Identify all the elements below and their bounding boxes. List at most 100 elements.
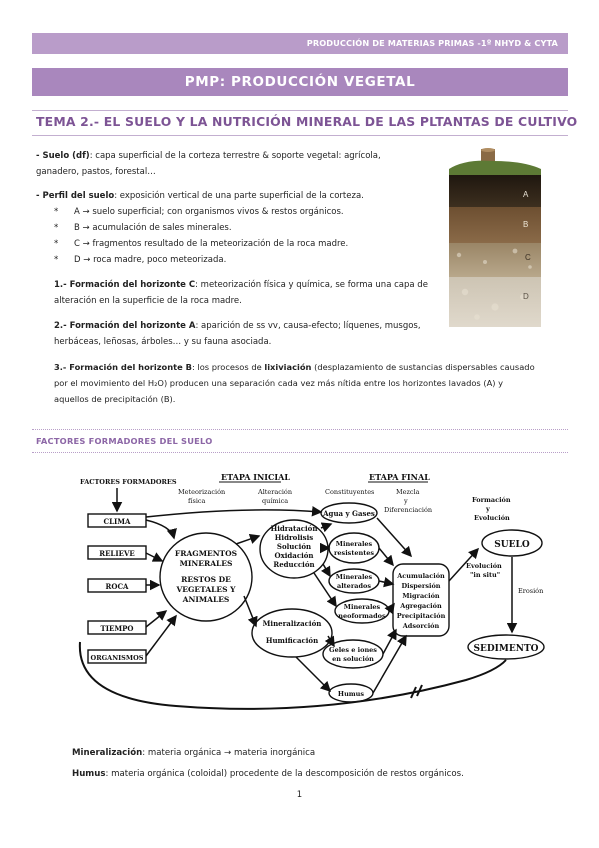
svg-text:Evolución: Evolución <box>474 514 510 522</box>
section-divider-top <box>32 429 568 430</box>
note-mineralizacion: Mineralización: materia orgánica → mater… <box>72 748 316 758</box>
perfil-definition: - Perfil del suelo: exposición vertical … <box>36 188 436 204</box>
svg-text:Precipitación: Precipitación <box>397 612 446 620</box>
suelo-term: - Suelo (df) <box>36 151 90 161</box>
svg-text:Geles e iones: Geles e iones <box>329 646 377 654</box>
svg-text:química: química <box>262 497 288 505</box>
soil-profile-illustration: A B C D <box>449 148 541 327</box>
svg-text:Agregación: Agregación <box>399 602 442 610</box>
factors-heading: FACTORES FORMADORES <box>80 478 177 486</box>
list-item: *D → roca madre, poco meteorizada. <box>54 255 227 265</box>
grass-layer <box>449 160 541 177</box>
factors-section-title: FACTORES FORMADORES DEL SUELO <box>36 436 213 446</box>
svg-text:Migración: Migración <box>402 592 440 600</box>
suelo-definition: - Suelo (df): capa superficial de la cor… <box>36 148 436 180</box>
suelo-text-2: ganadero, pastos, forestal… <box>36 167 156 177</box>
svg-text:Alteración: Alteración <box>257 488 292 496</box>
factor-tiempo: TIEMPO <box>101 624 134 633</box>
etapa-inicial-label: ETAPA INICIAL <box>221 472 290 482</box>
svg-text:Agua y Gases: Agua y Gases <box>322 509 375 518</box>
svg-text:FRAGMENTOS: FRAGMENTOS <box>175 549 237 558</box>
formation-c: 1.- Formación del horizonte C: meteoriza… <box>54 280 428 306</box>
svg-text:Hidrolisis: Hidrolisis <box>275 533 313 542</box>
horizon-label-d: D <box>523 292 529 301</box>
topic-divider <box>32 135 568 136</box>
formation-b: 3.- Formación del horizonte B: los proce… <box>54 362 535 404</box>
perfil-text: : exposición vertical de una parte super… <box>114 191 364 201</box>
svg-text:Humificación: Humificación <box>266 636 318 645</box>
svg-text:VEGETALES Y: VEGETALES Y <box>175 585 236 594</box>
title-divider <box>32 110 568 111</box>
header-band: PRODUCCIÓN DE MATERIAS PRIMAS -1º NHYD &… <box>32 33 568 54</box>
svg-text:Diferenciación: Diferenciación <box>384 506 432 514</box>
svg-text:Minerales: Minerales <box>336 573 373 581</box>
factor-box-organismos <box>87 649 147 664</box>
factor-box-relieve <box>87 545 147 560</box>
sedimento-ellipse <box>467 634 545 660</box>
tree-stump-shape <box>481 149 495 163</box>
svg-text:"in situ": "in situ" <box>470 571 500 579</box>
svg-text:Mezcla: Mezcla <box>396 488 420 496</box>
horizon-list: *A → suelo superficial; con organismos v… <box>54 204 348 268</box>
note-humus: Humus: materia orgánica (coloidal) proce… <box>72 769 464 779</box>
svg-text:Acumulación: Acumulación <box>396 572 445 580</box>
factor-box-tiempo <box>87 620 147 635</box>
svg-text:MINERALES: MINERALES <box>180 559 233 568</box>
horizon-label-b: B <box>523 220 528 229</box>
section-divider-bottom <box>32 452 568 453</box>
svg-text:Humus: Humus <box>338 690 364 698</box>
svg-text:Evolución: Evolución <box>466 562 502 570</box>
perfil-term: - Perfil del suelo <box>36 191 115 201</box>
horizon-c-layer <box>449 243 541 277</box>
svg-text:neoformados: neoformados <box>338 612 386 620</box>
svg-text:Hidratación: Hidratación <box>271 524 318 533</box>
svg-text:Dispersión: Dispersión <box>401 582 440 590</box>
svg-text:y: y <box>403 497 408 505</box>
factor-roca: ROCA <box>106 582 129 591</box>
header-course-label: PRODUCCIÓN DE MATERIAS PRIMAS -1º NHYD &… <box>306 38 558 48</box>
svg-text:Meteorización: Meteorización <box>178 488 225 496</box>
svg-text:Oxidación: Oxidación <box>274 551 313 560</box>
svg-text:en solución: en solución <box>332 655 374 663</box>
horizon-label-a: A <box>523 190 529 199</box>
svg-text:y: y <box>485 505 490 513</box>
svg-text:Formación: Formación <box>472 496 511 504</box>
suelo-text-1: : capa superficial de la corteza terrest… <box>89 151 381 161</box>
erosion-label: Erosión <box>518 587 543 595</box>
svg-text:física: física <box>188 497 206 505</box>
svg-text:Constituyentes: Constituyentes <box>325 488 374 496</box>
horizon-label-c: C <box>525 253 531 262</box>
etapa-final-label: ETAPA FINAL <box>369 472 430 482</box>
page-title: PMP: PRODUCCIÓN VEGETAL <box>184 74 416 90</box>
sedimento-label: SEDIMENTO <box>474 644 539 654</box>
svg-text:Reducción: Reducción <box>273 560 314 569</box>
svg-text:Solución: Solución <box>277 542 311 551</box>
factor-relieve: RELIEVE <box>99 549 134 558</box>
formation-a: 2.- Formación del horizonte A: aparición… <box>54 321 421 347</box>
svg-text:Mineralización: Mineralización <box>263 619 322 628</box>
list-item: *B → acumulación de sales minerales. <box>54 223 232 233</box>
horizon-b-layer <box>449 207 541 243</box>
suelo-ellipse <box>481 529 543 557</box>
svg-text:resistentes: resistentes <box>334 549 374 557</box>
svg-text:alterados: alterados <box>337 582 371 590</box>
lixiviacion-term: lixiviación <box>264 362 312 372</box>
soil-formation-diagram: FACTORES FORMADORES ETAPA INICIAL ETAPA … <box>78 472 545 710</box>
factor-clima: CLIMA <box>104 517 132 526</box>
svg-text:Minerales: Minerales <box>336 540 373 548</box>
suelo-label: SUELO <box>494 540 530 550</box>
list-item: *C → fragmentos resultado de la meteoriz… <box>54 239 349 249</box>
title-band: PMP: PRODUCCIÓN VEGETAL <box>32 68 568 96</box>
svg-text:Minerales: Minerales <box>344 603 381 611</box>
organic-ellipse <box>251 608 333 658</box>
fragments-ellipse <box>159 532 253 622</box>
svg-text:Adsorción: Adsorción <box>402 622 440 630</box>
horizon-d-layer <box>449 277 541 327</box>
page-number: 1 <box>296 790 303 800</box>
svg-text:ANIMALES: ANIMALES <box>182 595 230 604</box>
svg-text:RESTOS DE: RESTOS DE <box>181 575 231 584</box>
topic-title: TEMA 2.- EL SUELO Y LA NUTRICIÓN MINERAL… <box>36 114 578 129</box>
list-item: *A → suelo superficial; con organismos v… <box>54 207 344 217</box>
factor-organismos: ORGANISMOS <box>91 654 144 662</box>
process-box <box>392 563 450 637</box>
